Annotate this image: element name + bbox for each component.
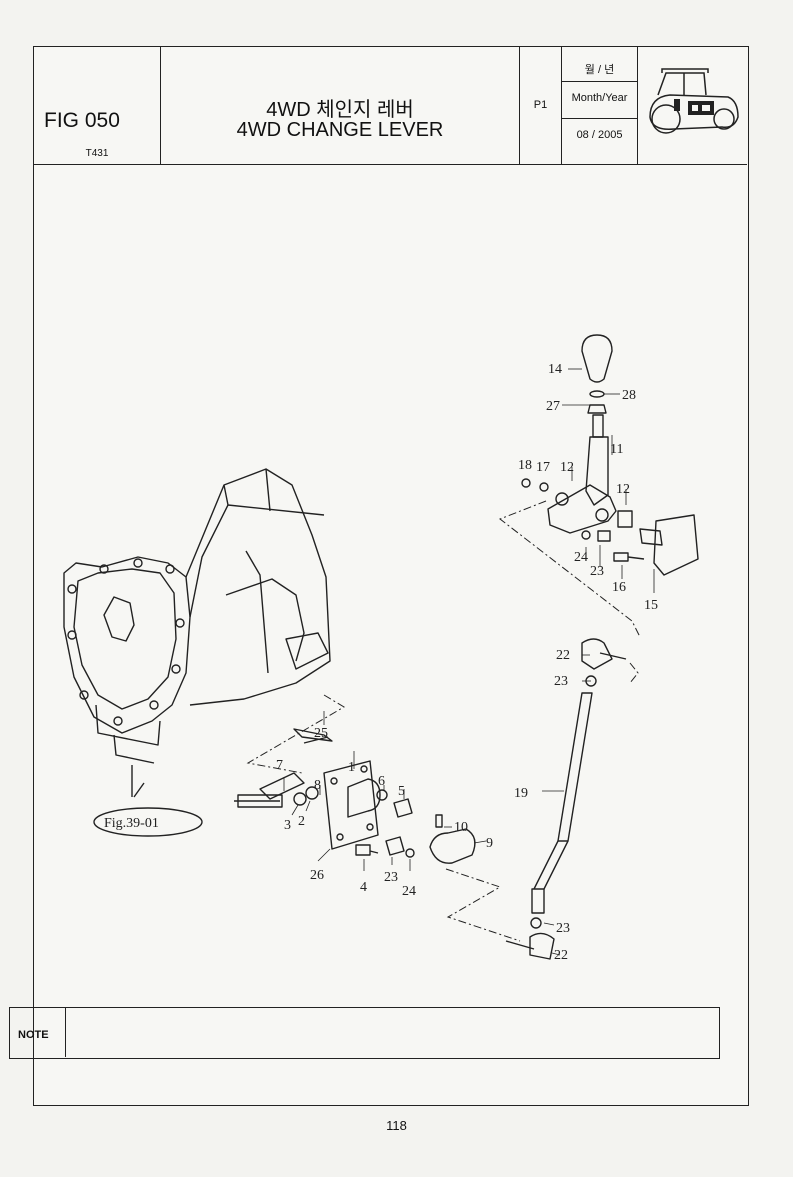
title-korean: 4WD 체인지 레버 — [266, 99, 414, 121]
note-label: NOTE — [18, 1029, 49, 1041]
part-number-label: 2 — [298, 814, 305, 829]
part-number-label: 1 — [348, 760, 355, 775]
date-label-english: Month/Year — [571, 92, 628, 104]
part-number-label: 24 — [402, 884, 416, 899]
part-number-label: 3 — [284, 818, 291, 833]
tractor-icon — [649, 68, 739, 134]
part-number-label: 25 — [314, 726, 328, 741]
part-number-label: 11 — [610, 442, 623, 457]
part-number-label: 23 — [590, 564, 604, 579]
part-number-label: 12 — [560, 460, 574, 475]
page-number: 118 — [386, 1118, 407, 1133]
fig-number: FIG 050 — [44, 109, 120, 132]
part-number-label: 27 — [546, 399, 560, 414]
part-number-label: 6 — [378, 774, 385, 789]
part-number-label: 12 — [616, 482, 630, 497]
title-cell: 4WD 체인지 레버 4WD CHANGE LEVER — [161, 47, 520, 164]
date-value: 08 / 2005 — [576, 129, 623, 141]
page-label: P1 — [533, 99, 548, 111]
part-number-label: 24 — [574, 550, 588, 565]
part-number-label: 22 — [556, 648, 570, 663]
date-label-korean: 월 / 년 — [584, 64, 615, 76]
date-divider — [562, 81, 637, 82]
part-number-label: 16 — [612, 580, 626, 595]
part-number-label: 14 — [548, 362, 562, 377]
part-callouts: 14 28 27 11 18 17 12 12 24 23 16 15 22 2… — [276, 362, 658, 963]
part-number-label: 10 — [454, 820, 468, 835]
date-cell: 월 / 년 Month/Year 08 / 2005 — [562, 47, 638, 164]
figure-reference-label: Fig.39-01 — [104, 816, 159, 831]
part-number-label: 9 — [486, 836, 493, 851]
part-number-label: 23 — [556, 921, 570, 936]
logo-cell — [638, 47, 747, 164]
part-number-label: 18 — [518, 458, 532, 473]
part-number-label: 22 — [554, 948, 568, 963]
note-label-cell: NOTE — [10, 1008, 66, 1057]
fig-cell: FIG 050 T431 — [34, 47, 161, 164]
part-number-label: 8 — [314, 778, 321, 793]
part-number-label: 19 — [514, 786, 528, 801]
part-number-label: 23 — [554, 674, 568, 689]
part-number-label: 26 — [310, 868, 324, 883]
part-number-label: 4 — [360, 880, 367, 895]
part-number-label: 15 — [644, 598, 658, 613]
date-divider — [562, 118, 637, 119]
note-row: NOTE — [9, 1007, 720, 1059]
title-english: 4WD CHANGE LEVER — [236, 119, 444, 141]
title-block: FIG 050 T431 4WD 체인지 레버 4WD CHANGE LEVER… — [34, 47, 747, 165]
exploded-parts-diagram: 14 28 27 11 18 17 12 12 24 23 16 15 22 2… — [63, 334, 699, 963]
part-number-label: 28 — [622, 388, 636, 403]
part-number-label: 17 — [536, 460, 550, 475]
model-code: T431 — [85, 148, 109, 159]
drawing-sheet: FIG 050 T431 4WD 체인지 레버 4WD CHANGE LEVER… — [33, 46, 749, 1106]
page-cell: P1 — [520, 47, 562, 164]
part-number-label: 23 — [384, 870, 398, 885]
part-number-label: 7 — [276, 758, 283, 773]
part-number-label: 5 — [398, 784, 405, 799]
